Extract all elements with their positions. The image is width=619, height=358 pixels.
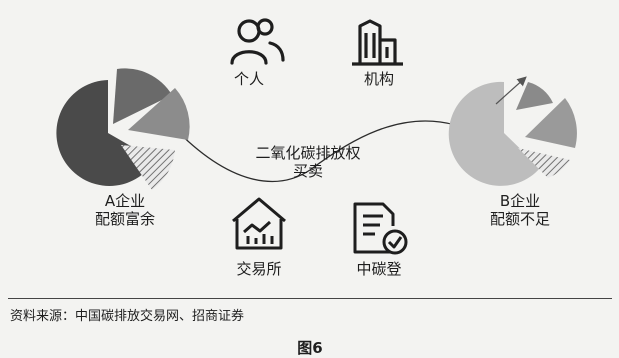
company-a-line2: 配额富余 xyxy=(94,210,155,228)
company-b-line1: B企业 xyxy=(499,192,541,210)
center-label: 二氧化碳排放权 买卖 xyxy=(228,144,388,180)
company-a-label: A企业 配额富余 xyxy=(80,192,170,228)
divider-line xyxy=(8,298,612,299)
company-a-line1: A企业 xyxy=(104,192,146,210)
person-icon xyxy=(230,18,285,65)
figure-caption: 图6 xyxy=(297,339,323,357)
person-label: 个人 xyxy=(233,70,264,88)
carbon-trading-diagram xyxy=(56,18,577,255)
pie-b-slice-2 xyxy=(525,98,577,148)
pie-b-arrow xyxy=(495,76,527,105)
building-icon xyxy=(352,19,403,66)
center-label-line2: 买卖 xyxy=(292,162,323,180)
center-label-line1: 二氧化碳排放权 xyxy=(255,144,361,162)
company-b-line2: 配额不足 xyxy=(489,210,550,228)
source-note: 资料来源：中国碳排放交易网、招商证券 xyxy=(10,309,245,324)
company-b-pie xyxy=(448,76,577,186)
pie-a-slice-3 xyxy=(121,145,175,190)
pie-b-slice-1 xyxy=(516,82,553,110)
pie-b-slice-3 xyxy=(518,148,570,178)
document-check-icon xyxy=(353,202,408,255)
pie-b-main xyxy=(448,81,540,186)
trade-curve xyxy=(164,117,456,183)
pie-a-slice-2 xyxy=(128,88,190,140)
company-a-pie xyxy=(56,68,190,190)
document-label: 中碳登 xyxy=(356,260,402,278)
company-b-label: B企业 配额不足 xyxy=(475,192,565,228)
exchange-icon xyxy=(232,197,286,250)
pie-a-slice-1 xyxy=(113,68,172,124)
pie-a-main xyxy=(56,80,156,186)
exchange-label: 交易所 xyxy=(236,260,282,278)
building-label: 机构 xyxy=(363,70,394,88)
